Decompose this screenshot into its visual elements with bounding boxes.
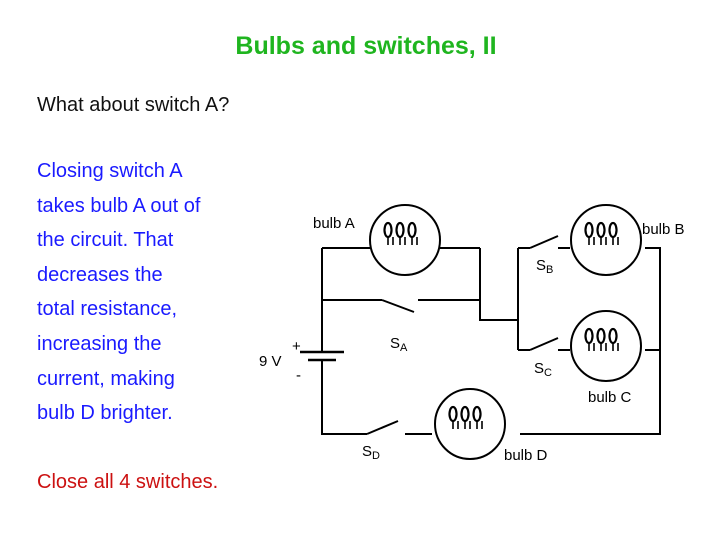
- explanation-line: takes bulb A out of: [37, 194, 201, 217]
- bulb-a-icon: [369, 204, 441, 276]
- explanation-line: bulb D brighter.: [37, 402, 173, 425]
- explanation-text: Closing switch A takes bulb A out of the…: [37, 154, 200, 431]
- intro-question: What about switch A?: [37, 94, 230, 116]
- explanation-line: the circuit. That: [37, 229, 174, 252]
- bulb-c-label: bulb C: [588, 389, 632, 406]
- bulb-c-icon: [570, 310, 642, 382]
- explanation-line: current, making: [37, 367, 175, 390]
- action-instruction: Close all 4 switches.: [37, 471, 219, 493]
- battery-symbol: [300, 335, 344, 366]
- switch-d-label: SD: [362, 443, 380, 462]
- bulb-d-icon: [434, 388, 506, 460]
- switch-d-symbol: [366, 420, 399, 435]
- explanation-line: decreases the: [37, 263, 163, 286]
- bulb-b-label: bulb B: [642, 221, 685, 238]
- explanation-line: Closing switch A: [37, 160, 183, 182]
- switch-c-symbol: [529, 337, 559, 351]
- switch-a-symbol: [381, 299, 415, 313]
- switch-b-label: SB: [536, 257, 553, 276]
- bulb-b-icon: [570, 204, 642, 276]
- circuit-wires: [321, 247, 661, 435]
- switch-b-symbol: [529, 235, 559, 249]
- battery-minus-label: -: [296, 367, 301, 384]
- battery-voltage-label: 9 V: [259, 353, 282, 370]
- slide-title: Bulbs and switches, II: [235, 32, 497, 60]
- bulb-a-label: bulb A: [313, 215, 355, 232]
- switch-c-label: SC: [534, 360, 552, 379]
- battery-plus-label: +: [292, 338, 301, 355]
- explanation-line: increasing the: [37, 332, 162, 355]
- explanation-line: total resistance,: [37, 298, 178, 321]
- switch-a-label: SA: [390, 335, 408, 354]
- bulb-d-label: bulb D: [504, 447, 548, 464]
